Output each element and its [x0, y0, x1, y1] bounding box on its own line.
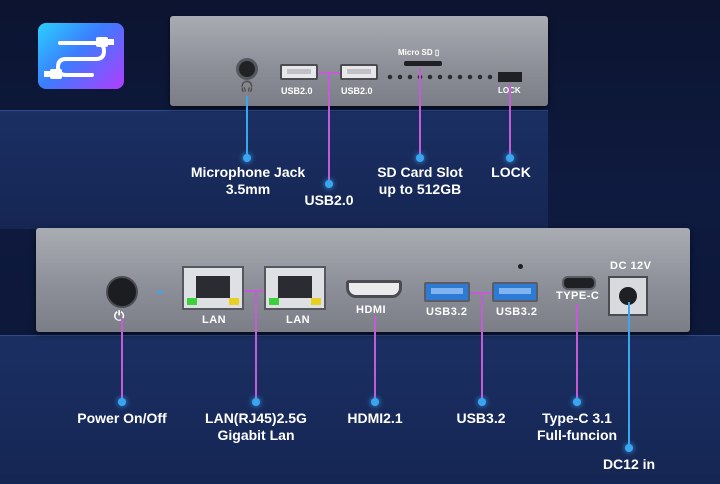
lan-callout: LAN(RJ45)2.5G Gigabit Lan	[205, 410, 307, 443]
power-led	[158, 290, 162, 294]
lan-port-1	[182, 266, 244, 310]
hdmi-label: HDMI	[356, 304, 387, 316]
usb3-callout: USB3.2	[456, 410, 506, 426]
usb2-port-left	[280, 64, 318, 80]
lan1-label: LAN	[202, 314, 227, 326]
usb3-left-label: USB3.2	[426, 306, 468, 318]
sd-card-slot	[404, 61, 442, 66]
lan2-label: LAN	[286, 314, 311, 326]
top-device-panel: 🎧 USB2.0 USB2.0 Micro SD ▯ LOCK	[170, 16, 548, 106]
vent-holes	[385, 74, 495, 80]
usb2-port-right	[340, 64, 378, 80]
power-leader-line	[121, 318, 123, 402]
usb3-port-right	[492, 282, 538, 302]
microsd-label: Micro SD ▯	[398, 48, 439, 57]
bottom-device-panel: ⏻ LAN LAN HDMI USB3.2 USB3.2 TYPE-C DC 1…	[36, 228, 690, 332]
usb2-leader-line	[328, 72, 330, 184]
lock-callout: LOCK	[491, 164, 531, 180]
hdmi-leader-dot	[371, 398, 379, 406]
typec-label: TYPE-C	[556, 290, 600, 302]
dc-callout: DC12 in	[602, 456, 656, 472]
lan-port-2	[264, 266, 326, 310]
lock-leader-line	[509, 84, 511, 158]
cable-logo-icon	[38, 23, 124, 89]
bottom-panel-background	[0, 335, 720, 484]
power-button[interactable]	[106, 276, 138, 308]
usb3-port-left	[424, 282, 470, 302]
usb3-indicator-dot	[518, 264, 523, 269]
dc-jack-hole	[619, 287, 637, 305]
headphone-icon: 🎧	[240, 81, 254, 93]
sd-card-icon: ▯	[434, 48, 440, 57]
top-panel-background	[0, 110, 548, 229]
mic-callout: Microphone Jack 3.5mm	[190, 164, 306, 197]
dc-label: DC 12V	[610, 260, 652, 272]
usb2-right-label: USB2.0	[341, 86, 373, 96]
usb3-right-label: USB3.2	[496, 306, 538, 318]
lan-leader-line	[255, 290, 257, 402]
typec-leader-line	[576, 304, 578, 402]
hdmi-port	[346, 280, 402, 298]
sd-leader-line	[419, 68, 421, 158]
microsd-label-text: Micro SD	[398, 48, 433, 57]
usb2-callout: USB2.0	[304, 192, 354, 208]
lan-connector-line	[244, 290, 264, 292]
lock-leader-dot	[506, 154, 514, 162]
typec-port	[562, 276, 596, 290]
sd-leader-dot	[416, 154, 424, 162]
usb3-leader-dot	[478, 398, 486, 406]
hdmi-leader-line	[374, 316, 376, 402]
dc-leader-line	[628, 302, 630, 448]
mic-leader-dot	[243, 154, 251, 162]
typec-callout: Type-C 3.1 Full-funcion	[536, 410, 618, 443]
mic-leader-line	[246, 96, 248, 158]
power-leader-dot	[118, 398, 126, 406]
usb2-leader-dot	[325, 180, 333, 188]
sd-callout: SD Card Slot up to 512GB	[377, 164, 463, 197]
dc-leader-dot	[625, 444, 633, 452]
usb2-left-label: USB2.0	[281, 86, 313, 96]
lan-leader-dot	[252, 398, 260, 406]
power-icon: ⏻	[114, 308, 125, 323]
typec-leader-dot	[573, 398, 581, 406]
usb3-leader-line	[481, 292, 483, 402]
lock-slot	[498, 72, 522, 82]
microphone-jack	[236, 58, 258, 80]
hdmi-callout: HDMI2.1	[347, 410, 403, 426]
power-callout: Power On/Off	[77, 410, 167, 426]
